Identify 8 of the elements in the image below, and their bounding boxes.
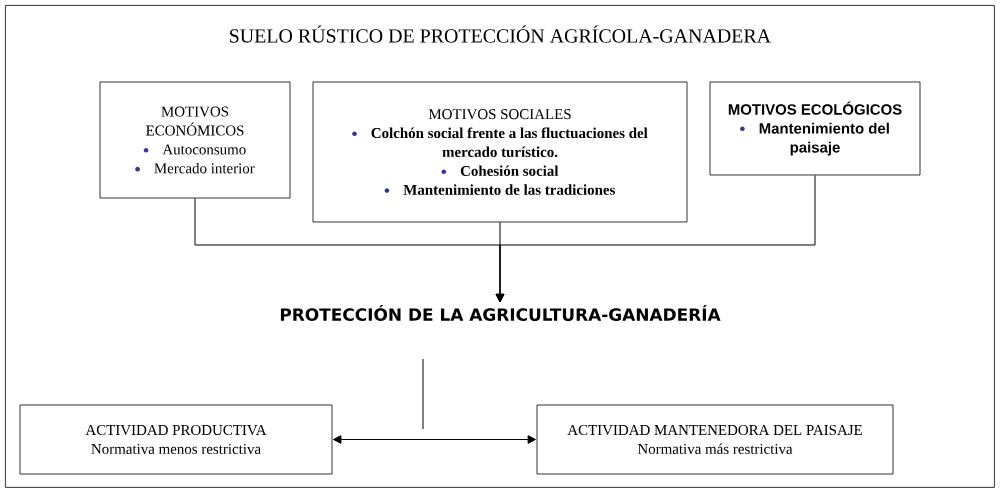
arrow <box>495 174 816 303</box>
arrow <box>333 435 536 444</box>
heading-text: PROTECCIÓN DE LA AGRICULTURA-GANADERÍA <box>280 305 721 321</box>
text-box: ACTIVIDAD PRODUCTIVA Normativa menos restrictiva <box>19 404 333 475</box>
text-box: MOTIVOS ECONÓMICOS Autoconsumo Mercado interior <box>99 81 291 199</box>
text-box: MOTIVOS ECOLÓGICOS Mantenimiento del paisaje <box>709 81 921 176</box>
text-box: ACTIVIDAD MANTENEDORA DEL PAISAJE Normativa más restrictiva <box>536 404 894 475</box>
text-box: MOTIVOS SOCIALES Colchón social frente a las fluctuaciones del mercado turístico. Cohesión social Mantenimiento de las tradiciones <box>312 81 688 223</box>
